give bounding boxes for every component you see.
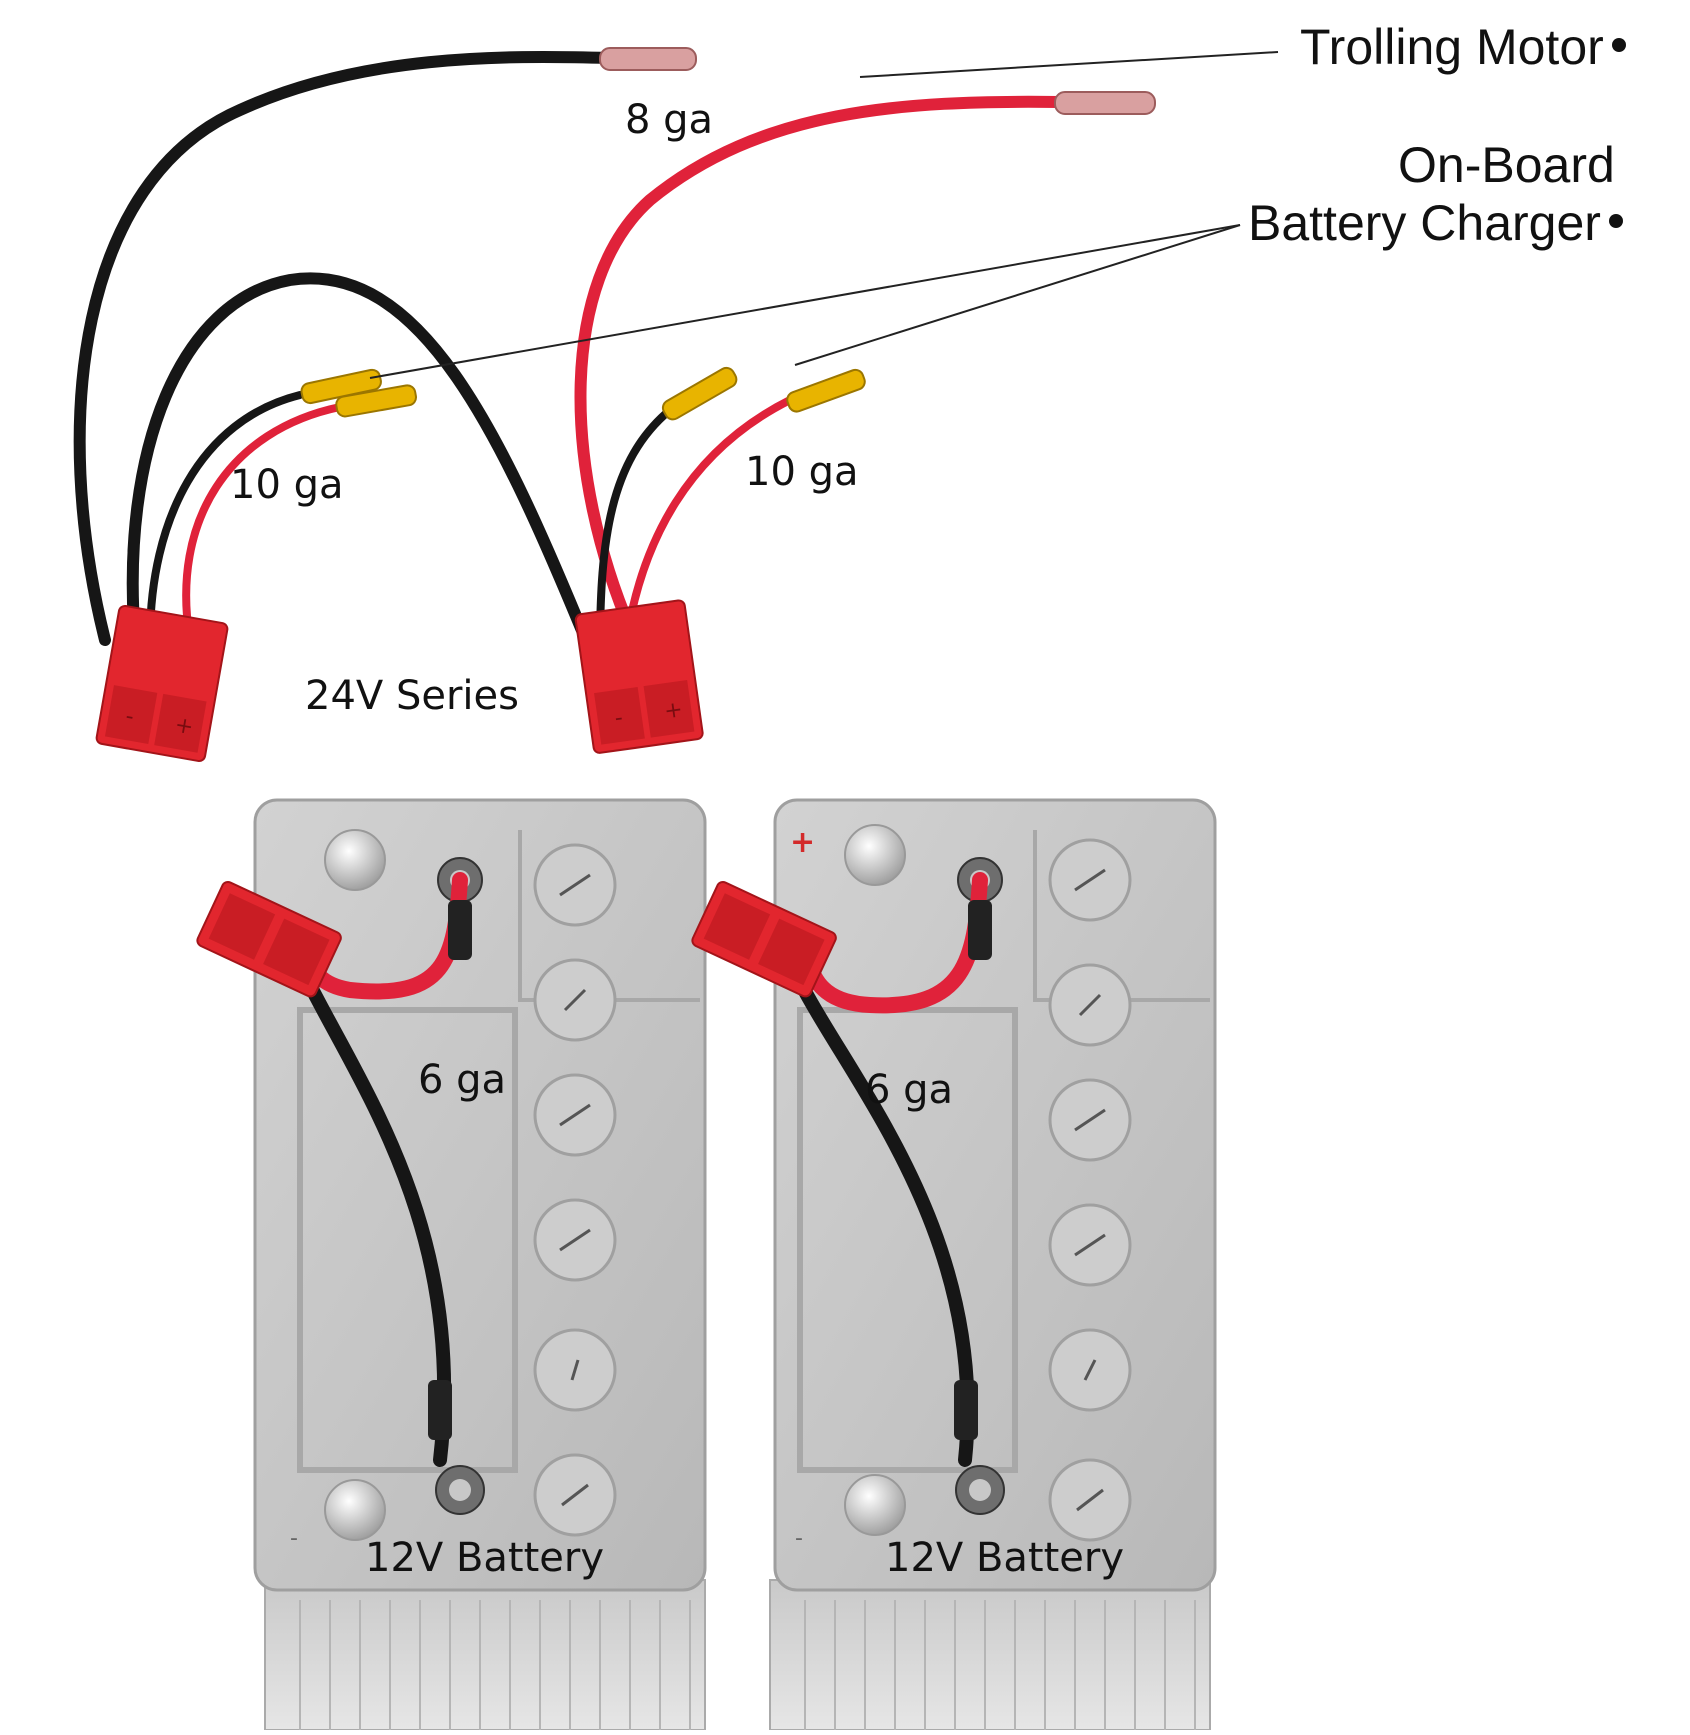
battery-right: + - <box>769 798 1217 1731</box>
bullet-icon <box>1611 37 1626 52</box>
trolling-motor-label: Trolling Motor <box>1300 22 1626 72</box>
ring-terminals-right <box>661 366 866 421</box>
battery-right-top-post <box>844 824 906 886</box>
butt-splice-red <box>1054 91 1156 115</box>
battery-right-cables <box>691 872 992 1467</box>
gauge-6-left-label: 6 ga <box>418 1057 507 1103</box>
battery-left-label: 12V Battery <box>365 1535 605 1581</box>
gauge-10-left-label: 10 ga <box>230 462 344 508</box>
battery-right-label: 12V Battery <box>885 1535 1125 1581</box>
minus-sign-icon: - <box>795 1526 803 1551</box>
butt-splice-black-8ga <box>599 47 697 71</box>
connector-harness-left: + - <box>95 604 229 763</box>
svg-text:-: - <box>613 705 624 731</box>
battery-left-cables <box>196 872 472 1467</box>
battery-left-bottom-post <box>324 1479 386 1541</box>
connector-left-battery <box>196 880 342 998</box>
leader-charger-left <box>369 224 1241 379</box>
connector-right-battery <box>691 880 837 998</box>
gauge-8-label: 8 ga <box>625 97 714 143</box>
gauge-6-right-label: 6 ga <box>865 1067 954 1113</box>
harness-wires <box>73 50 1066 656</box>
leader-charger-right <box>794 224 1241 366</box>
bullet-icon <box>1608 213 1623 228</box>
leader-lines <box>369 51 1279 379</box>
battery-left-top-post <box>324 829 386 891</box>
connector-harness-right: + - <box>574 599 704 754</box>
battery-right-bottom-post <box>844 1474 906 1536</box>
onboard-label-line1: On-Board <box>1398 137 1615 193</box>
onboard-label-line2: Battery Charger <box>1248 198 1623 248</box>
leader-trolling-motor <box>859 51 1279 78</box>
gauge-10-right-label: 10 ga <box>745 449 859 495</box>
series-24v-label: 24V Series <box>305 673 519 719</box>
svg-text:+: + <box>663 697 685 724</box>
plus-sign-icon: + <box>790 825 815 860</box>
svg-text:+: + <box>173 713 195 741</box>
minus-sign-icon: - <box>290 1526 298 1551</box>
trolling-motor-text: Trolling Motor <box>1300 19 1604 75</box>
ring-terminals-left <box>300 368 417 418</box>
onboard-charger-text: Battery Charger <box>1248 195 1601 251</box>
